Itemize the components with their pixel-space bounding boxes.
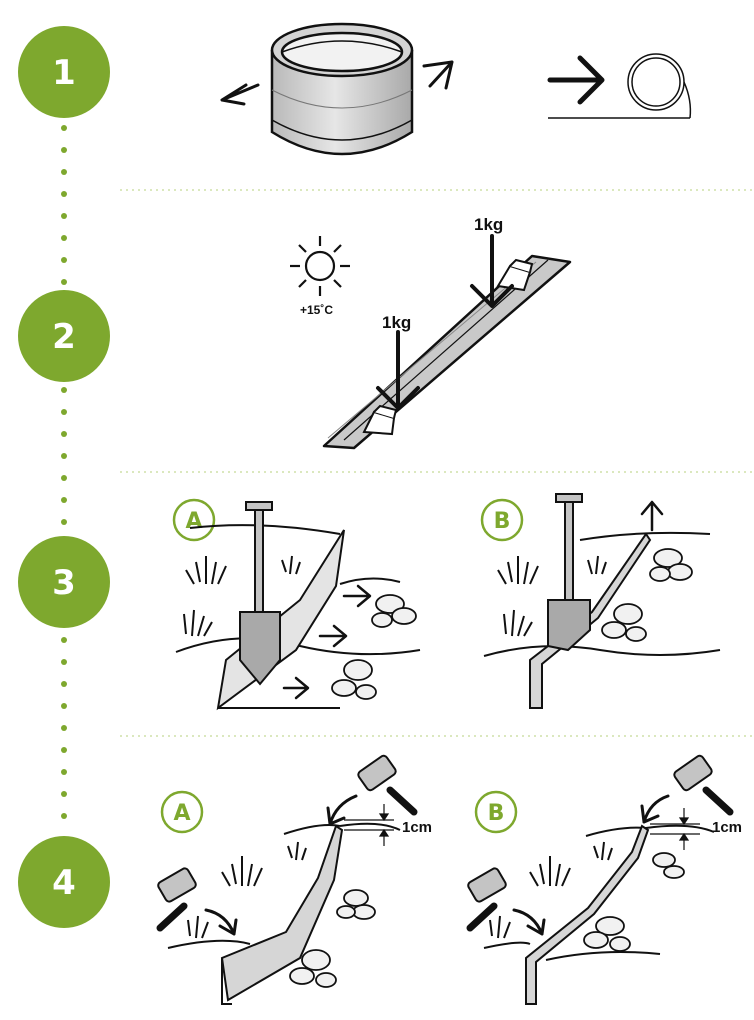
weight-block-top (496, 258, 534, 292)
arrow-right-icon (422, 60, 454, 90)
arrow-down-icon (376, 330, 420, 410)
stones-icon (331, 594, 417, 700)
step-3b-illustration: B (480, 493, 721, 709)
step-4a-illustration: A 1cm (156, 754, 432, 1005)
stones-icon (583, 852, 685, 952)
arrow-right-icon (318, 624, 348, 648)
arrow-up-icon (640, 500, 664, 532)
option-b-label-3: B (494, 509, 511, 534)
arrow-right-icon (282, 676, 310, 700)
section-separators (120, 189, 754, 737)
arrow-left-icon (220, 83, 260, 106)
stones-icon (289, 889, 376, 988)
sun-icon (290, 236, 350, 296)
step-1-number: 1 (52, 53, 76, 93)
mallet-icon (673, 754, 734, 816)
arrow-curve-icon (204, 908, 238, 936)
arrow-right-icon (342, 584, 372, 608)
grass-tuft-icon (497, 555, 607, 637)
option-b-label-4: B (488, 801, 505, 826)
gap-label-b: 1cm (712, 819, 742, 836)
gap-dimension-a (344, 804, 394, 846)
edging-strip-slant (525, 824, 650, 1005)
step-1-illustration (220, 22, 692, 156)
option-a-label-4: A (173, 801, 190, 826)
gap-label-a: 1cm (402, 819, 432, 836)
timeline-dots (61, 125, 67, 819)
step-4b-illustration: B 1cm (466, 754, 742, 1005)
mallet-icon (466, 867, 507, 932)
grass-tuft-icon (489, 841, 613, 939)
grass-tuft-icon (183, 555, 301, 637)
stones-icon (601, 548, 693, 642)
edging-strip-flat (322, 254, 572, 450)
arrow-curve-icon (640, 794, 670, 824)
option-a-badge-4: A (160, 790, 204, 834)
grass-tuft-icon (187, 841, 307, 939)
step-2-number: 2 (52, 317, 76, 357)
step-3a-illustration: A (172, 498, 421, 711)
step-3-number: 3 (52, 563, 76, 603)
option-b-badge-4: B (474, 790, 518, 834)
step-2-badge: 2 (18, 290, 110, 382)
step-4-number: 4 (52, 863, 76, 903)
unrolled-strip-icon (548, 53, 692, 119)
option-b-badge-3: B (480, 498, 524, 542)
option-a-badge-3: A (172, 498, 216, 542)
gap-dimension-b (650, 808, 700, 850)
weight-label-top: 1kg (474, 215, 503, 234)
step-2-illustration: +15˚C 1kg 1kg (290, 215, 572, 450)
coiled-edging-ring (270, 22, 414, 156)
weight-label-bottom: 1kg (382, 313, 411, 332)
spade-icon (239, 501, 281, 686)
arrow-down-icon (470, 234, 514, 308)
edging-strip-installed (220, 824, 344, 1002)
step-4-badge: 4 (18, 836, 110, 928)
arrow-curve-icon (326, 794, 358, 826)
weight-block-bottom (362, 404, 398, 436)
spade-icon (547, 493, 591, 652)
temperature-label: +15˚C (300, 303, 333, 317)
mallet-icon (156, 867, 197, 932)
option-a-label-3: A (185, 509, 202, 534)
mallet-icon (357, 754, 418, 816)
step-1-badge: 1 (18, 26, 110, 118)
arrow-curve-icon (512, 908, 546, 936)
step-3-badge: 3 (18, 536, 110, 628)
arrow-right-icon (547, 55, 605, 105)
